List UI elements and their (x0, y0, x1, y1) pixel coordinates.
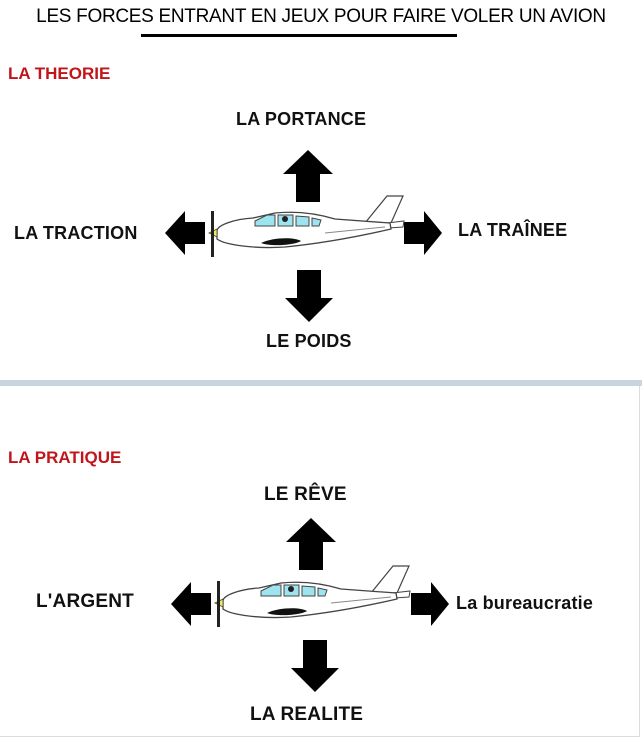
force-label-practice-right: La bureaucratie (456, 593, 594, 613)
page-title: LES FORCES ENTRANT EN JEUX POUR FAIRE VO… (36, 6, 606, 27)
arrow-left-icon (171, 582, 211, 626)
force-label-theory-right: LA TRAÎNEE (458, 220, 568, 240)
title-underline (141, 34, 457, 37)
force-label-practice-down: LA REALITE (250, 704, 364, 725)
force-label-theory-down: LE POIDS (266, 331, 352, 351)
arrow-up-icon (283, 150, 333, 202)
force-label-practice-left: L'ARGENT (36, 591, 134, 612)
arrow-left-icon (165, 211, 205, 255)
practice-panel (0, 386, 640, 737)
arrow-right-icon (411, 582, 449, 626)
arrow-up-icon (286, 518, 336, 570)
force-label-theory-left: LA TRACTION (14, 223, 138, 243)
force-label-theory-up: LA PORTANCE (236, 109, 367, 129)
arrow-down-icon (285, 270, 333, 322)
section-divider (0, 380, 642, 386)
section-label-theory: LA THEORIE (8, 64, 111, 83)
airplane-icon (214, 565, 411, 627)
arrow-right-icon (404, 211, 442, 255)
section-label-practice: LA PRATIQUE (8, 448, 122, 467)
airplane-icon (208, 195, 405, 257)
arrow-down-icon (291, 640, 339, 692)
force-label-practice-up: LE RÊVE (264, 484, 347, 505)
